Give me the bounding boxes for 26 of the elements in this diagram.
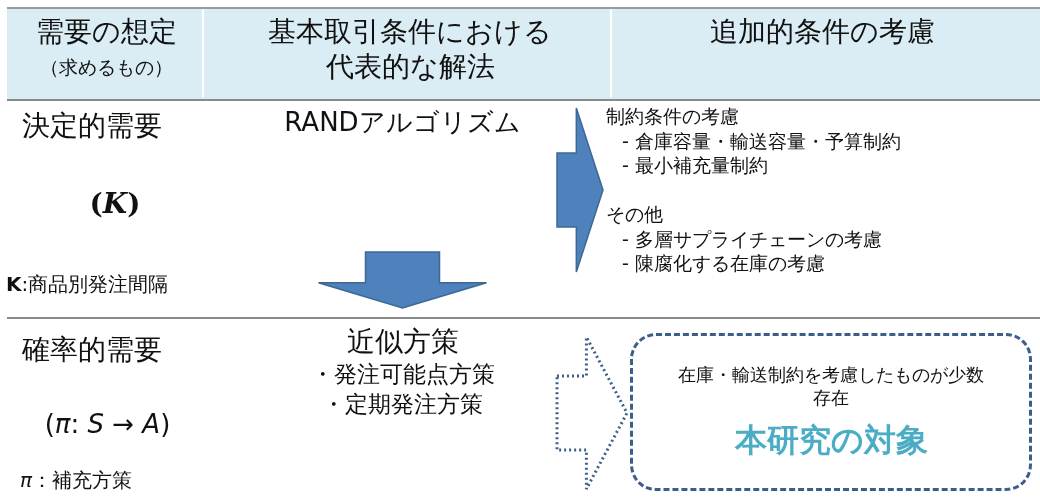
cell-text: 在庫・輸送制約を考慮したものが少数存在 [677,362,985,410]
note-text: π：補充方策 [20,468,133,493]
column-heading: 追加的条件の考慮 [708,14,936,49]
cell-text: 制約条件の考慮 [606,104,739,129]
formula-text: (K) [88,186,142,221]
cell-text: ・定期発注方策 [322,390,483,420]
column-heading: 基本取引条件における代表的な解法 [267,14,553,84]
cell-text: - 倉庫容量・輸送容量・予算制約 [622,128,901,154]
block-arrow [317,251,488,309]
column-subheading: （求めるもの） [38,56,174,80]
highlight-text: 本研究の対象 [734,419,928,461]
column-heading: 需要の想定 [34,14,178,49]
formula-text: (π: S → A) [43,408,172,441]
cell-text: - 多層サプライチェーンの考慮 [622,226,882,252]
row-heading: 確率的需要 [22,332,162,367]
block-arrow [556,107,604,273]
row-heading: 決定的需要 [22,108,162,143]
cell-text: 近似方策 [346,324,459,360]
note-text: K:商品別発注間隔 [6,272,169,297]
cell-text: - 最小補充量制約 [622,153,768,179]
cell-text: ・発注可能点方策 [310,360,495,390]
cell-text: - 陳腐化する在庫の考慮 [622,251,825,277]
cell-text: その他 [606,202,663,227]
dotted-block-arrow [555,335,629,491]
dashed-rounded-box [630,333,1032,491]
cell-text: RANDアルゴリズム [284,106,521,139]
